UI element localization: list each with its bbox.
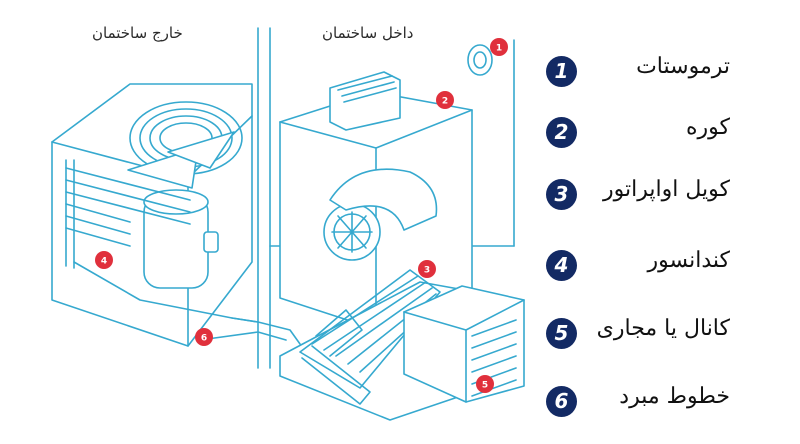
svg-text:4: 4	[101, 257, 107, 267]
marker-6: 6	[195, 328, 213, 346]
condenser-unit	[51, 83, 259, 347]
legend-label: کویل اواپراتور	[603, 177, 730, 202]
legend-item-furnace: 2 کوره	[540, 111, 790, 155]
marker-1: 1	[490, 38, 508, 56]
svg-text:5: 5	[482, 381, 488, 391]
legend-item-condenser: 4 کندانسور	[540, 244, 790, 288]
legend-item-evaporator-coil: 3 کویل اواپراتور	[540, 173, 790, 217]
legend-label: کندانسور	[647, 248, 730, 273]
svg-text:1: 1	[496, 44, 502, 54]
marker-2: 2	[436, 91, 454, 109]
legend-item-thermostat: 1 ترموستات	[540, 50, 790, 94]
thermostat	[467, 44, 493, 76]
marker-4: 4	[95, 251, 113, 269]
legend-label: کانال یا مجاری	[596, 316, 730, 341]
legend-number-badge: 4	[546, 250, 577, 281]
legend-number-badge: 6	[546, 386, 577, 417]
inside-building-label: داخل ساختمان	[322, 24, 414, 42]
legend-label: کوره	[686, 115, 730, 140]
refrigerant-lines	[199, 317, 301, 345]
legend-label: خطوط مبرد	[619, 384, 730, 409]
legend-number-badge: 2	[546, 117, 577, 148]
svg-text:6: 6	[201, 334, 207, 344]
legend-number-badge: 5	[546, 318, 577, 349]
legend-number-badge: 1	[546, 56, 577, 87]
outside-building-label: خارج ساختمان	[92, 24, 183, 42]
legend-item-refrigerant-lines: 6 خطوط مبرد	[540, 380, 790, 424]
svg-text:2: 2	[442, 97, 448, 107]
svg-text:3: 3	[424, 266, 430, 276]
legend-number-badge: 3	[546, 179, 577, 210]
legend-label: ترموستات	[636, 54, 730, 79]
air-duct	[403, 285, 525, 403]
marker-5: 5	[476, 375, 494, 393]
marker-3: 3	[418, 260, 436, 278]
legend-item-duct: 5 کانال یا مجاری	[540, 312, 790, 356]
